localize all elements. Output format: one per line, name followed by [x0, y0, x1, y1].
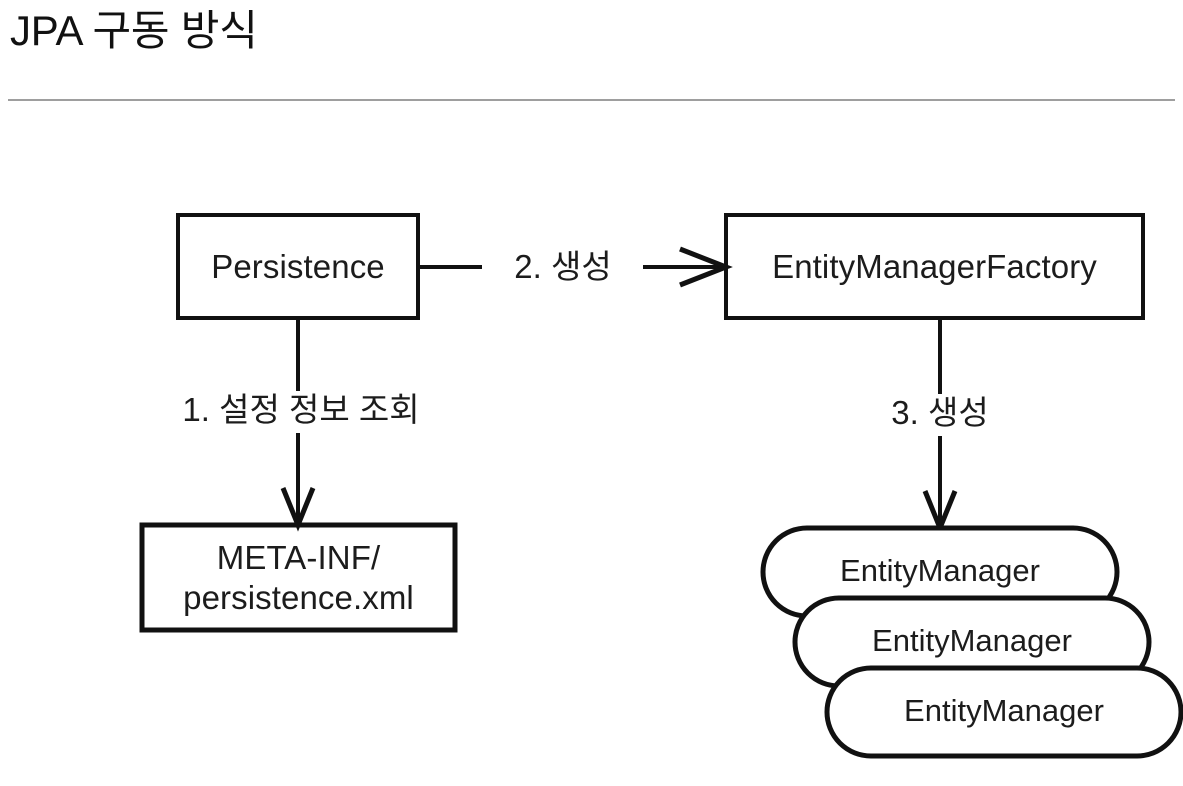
- edge-step-3-arrowhead-icon: [922, 490, 958, 535]
- edge-step-2-label: 2. 생성: [487, 248, 639, 288]
- node-entity-manager-factory-label: EntityManagerFactory: [772, 247, 1097, 285]
- node-persistence-label: Persistence: [211, 247, 385, 285]
- edge-step-1-arrowhead-icon: [280, 487, 316, 532]
- title-divider: [8, 99, 1175, 101]
- edge-step-3-label: 3. 생성: [872, 394, 1008, 436]
- node-meta-inf-label: META-INF/ persistence.xml: [183, 538, 414, 616]
- edge-step-1-label: 1. 설정 정보 조회: [152, 391, 450, 433]
- edge-step-2-arrowhead-icon: [679, 246, 733, 288]
- node-entity-manager-1-label: EntityManager: [840, 553, 1040, 588]
- node-entity-manager-2-label: EntityManager: [872, 623, 1072, 658]
- node-entity-manager-3-label: EntityManager: [904, 693, 1104, 728]
- page-title: JPA 구동 방식: [10, 7, 258, 54]
